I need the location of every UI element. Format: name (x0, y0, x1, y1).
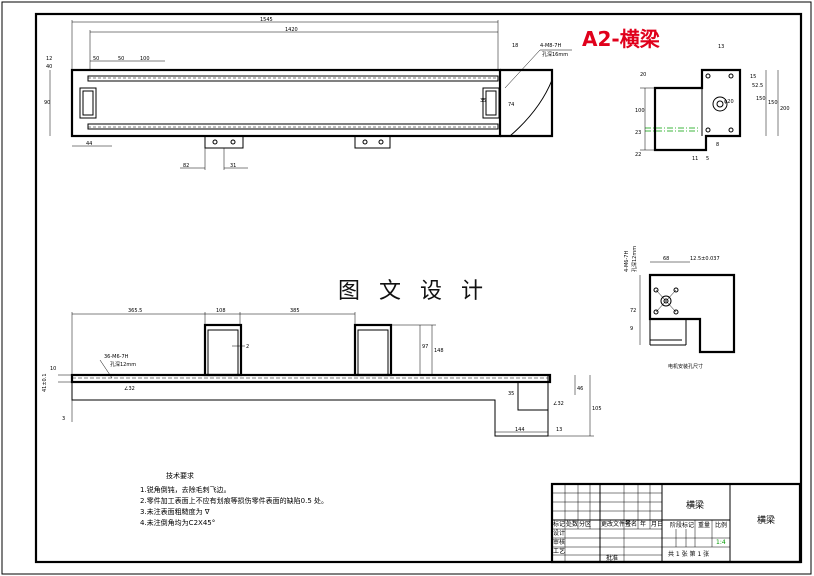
dim-angle-2: ∠32 (553, 401, 564, 407)
tb-role-process: 工艺 (553, 547, 565, 555)
note-2: 2.零件加工表面上不应有划痕等损伤零件表面的缺陷0.5 处。 (140, 496, 328, 505)
dim-bv-hole-depth: 孔深12mm (110, 361, 136, 368)
dim-bottom-144: 144 (515, 427, 525, 433)
dim-r-15: 15 (750, 74, 756, 80)
dim-dia: ϕ20 (724, 99, 734, 105)
dim-detail-68: 68 (663, 256, 669, 262)
watermark-text: 图 文 设 计 (338, 279, 489, 304)
dim-bracket-gap: 31 (230, 163, 236, 169)
detail-caption: 电机安装孔尺寸 (668, 363, 703, 370)
tb-sheet-label: 共 1 张 第 1 张 (668, 550, 709, 558)
dim-hole-spec: 4-M8-7H (540, 43, 561, 49)
dim-b-8: 8 (716, 142, 719, 148)
dim-108: 108 (216, 308, 226, 314)
dim-148: 148 (434, 348, 444, 354)
tb-h-zone: 分区 (579, 520, 591, 528)
tb-approve-label: 批准 (606, 554, 618, 562)
tb-scale-label: 比例 (715, 521, 727, 529)
tb-h-change: 更改文件号 (601, 520, 631, 528)
dim-bottom-13: 13 (556, 427, 562, 433)
dim-left-41: 41±0.1 (42, 373, 48, 392)
bottom-view: 365.5 108 385 2 97 148 36-M6-7H 孔深12mm ∠… (42, 308, 602, 437)
tb-stage-label: 阶段标记 (670, 521, 694, 529)
note-4: 4.未注倒角均为C2X45° (140, 518, 215, 527)
dim-inner: 1420 (285, 27, 298, 33)
dim-365: 365.5 (128, 308, 142, 314)
dim-right-46: 46 (577, 386, 583, 392)
drawing-title: A2-横梁 (582, 27, 661, 51)
dim-slot-c: 100 (140, 56, 150, 62)
dim-97: 97 (422, 344, 428, 350)
dim-overall: 1545 (260, 17, 273, 23)
dim-bv-hole-spec: 36-M6-7H (104, 354, 129, 360)
dim-angle-1: ∠32 (124, 386, 135, 392)
dim-detail-r: 12.5±0.037 (690, 256, 720, 262)
dim-slot-a: 50 (93, 56, 99, 62)
tb-weight-label: 重量 (698, 521, 710, 529)
tb-h-count: 处数 (566, 520, 578, 528)
dim-left-3: 3 (62, 416, 65, 422)
dim-detail-9: 9 (630, 326, 633, 332)
dim-h-150: 150 (768, 100, 778, 106)
title-block: 横梁 横梁 阶段标记 重量 比例 1:4 共 1 张 第 1 张 标记 处数 分… (550, 482, 802, 564)
front-view: 1545 1420 50 50 100 4-M8-7H 孔深16mm 18 (44, 17, 572, 170)
dim-top-13: 13 (718, 44, 724, 50)
dim-b-11: 11 (692, 156, 698, 162)
dim-l-22: 22 (635, 152, 641, 158)
dim-left-10: 10 (50, 366, 56, 372)
dim-end-right: 18 (512, 43, 518, 49)
dim-left-12: 12 (46, 56, 52, 62)
dim-height-90: 90 (44, 100, 50, 106)
dim-bottom-44: 44 (86, 141, 92, 147)
dim-left-40: 40 (46, 64, 52, 70)
tb-part-name: 横梁 (686, 499, 704, 511)
tb-h-mark: 标记 (553, 520, 565, 528)
dim-385: 385 (290, 308, 300, 314)
side-view: 13 52.5 ϕ20 150 200 150 15 20 100 23 22 … (635, 44, 790, 162)
dim-h-150b: 150 (756, 96, 766, 102)
dim-right-105: 105 (592, 406, 602, 412)
dim-right-35: 35 (508, 391, 514, 397)
dim-h-200: 200 (780, 106, 790, 112)
tb-h-day: 日 (657, 521, 663, 528)
dim-2: 2 (246, 344, 249, 350)
dim-l-23: 23 (635, 130, 641, 136)
dim-detail-spec: 4-M6-7H (624, 251, 630, 272)
tb-h-month: 月 (651, 521, 657, 528)
technical-notes: 技术要求 1.锐角倒钝，去除毛刺飞边。 2.零件加工表面上不应有划痕等损伤零件表… (140, 471, 328, 527)
dim-hole-depth: 孔深16mm (542, 51, 568, 58)
dim-l-20: 20 (640, 72, 646, 78)
dim-inner-h: 35 (480, 98, 486, 104)
note-1: 1.锐角倒钝，去除毛刺飞边。 (140, 485, 231, 494)
tb-drawing-name: 横梁 (757, 514, 775, 526)
inner-frame (34, 12, 803, 564)
note-3: 3.未注表面粗糙度为 ∇ (140, 507, 210, 516)
tb-h-year: 年 (640, 520, 646, 528)
dim-inner-74: 74 (508, 102, 514, 108)
tb-scale-value: 1:4 (716, 539, 726, 546)
dim-bracket-width: 82 (183, 163, 189, 169)
dim-detail-72: 72 (630, 308, 636, 314)
dim-b-5: 5 (706, 156, 709, 162)
detail-view: 68 12.5±0.037 4-M6-7H 孔深12mm 72 9 电机安装孔尺… (624, 246, 736, 370)
dim-l-100: 100 (635, 108, 645, 114)
notes-heading: 技术要求 (166, 471, 194, 480)
dim-detail-depth: 孔深12mm (631, 246, 638, 272)
tb-role-design: 设计 (553, 529, 565, 537)
tb-h-sign: 签名 (625, 520, 637, 528)
dim-right-52: 52.5 (752, 83, 763, 89)
tb-role-review: 审核 (553, 538, 565, 546)
dim-slot-b: 50 (118, 56, 124, 62)
